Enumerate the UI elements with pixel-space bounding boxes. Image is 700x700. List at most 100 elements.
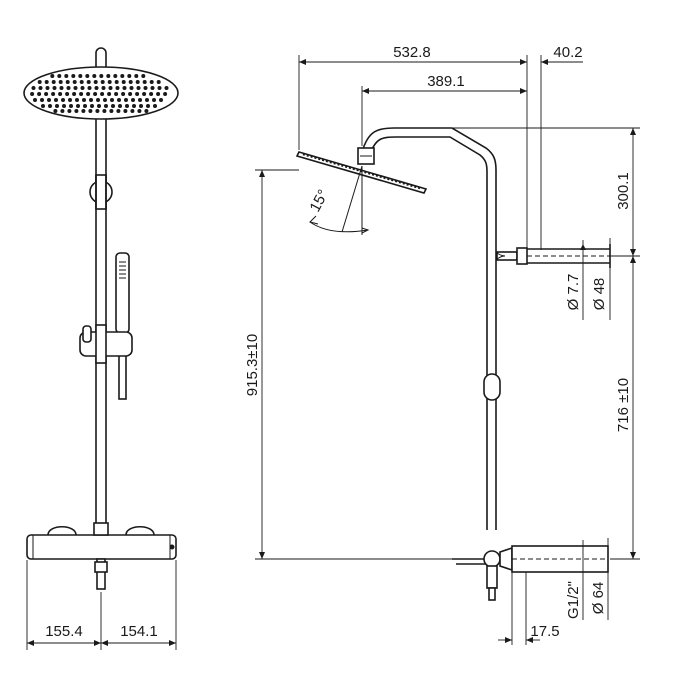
nozzle-dot bbox=[44, 92, 49, 96]
nozzle-dot bbox=[71, 74, 76, 78]
nozzle-dot bbox=[106, 74, 111, 78]
dim-head-height: 915.3±10 bbox=[244, 334, 261, 396]
nozzle-dot bbox=[73, 86, 78, 90]
side-middle-holder bbox=[483, 373, 501, 401]
front-wall-bracket bbox=[89, 174, 113, 210]
nozzle-dot bbox=[136, 86, 141, 90]
nozzle-dot bbox=[156, 92, 161, 96]
dim-inlet-depth: 17.5 bbox=[530, 623, 559, 640]
nozzle-dot bbox=[122, 86, 127, 90]
nozzle-dot bbox=[64, 74, 69, 78]
nozzle-dot bbox=[135, 92, 140, 96]
nozzle-dot bbox=[79, 80, 84, 84]
nozzle-dot bbox=[48, 104, 52, 108]
nozzle-dot bbox=[101, 86, 106, 90]
nozzle-dot bbox=[78, 74, 83, 78]
nozzle-dot bbox=[93, 92, 98, 96]
nozzle-dot bbox=[54, 98, 58, 102]
nozzle-dot bbox=[57, 74, 62, 78]
nozzle-dot bbox=[86, 80, 91, 84]
nozzle-dot bbox=[123, 109, 128, 113]
nozzle-dot bbox=[83, 104, 87, 108]
nozzle-dot bbox=[120, 74, 125, 78]
nozzle-dot bbox=[74, 109, 79, 113]
nozzle-dot bbox=[30, 92, 35, 96]
nozzle-dot bbox=[107, 80, 112, 84]
nozzle-dot bbox=[125, 104, 129, 108]
nozzle-dot bbox=[149, 92, 154, 96]
nozzle-dot bbox=[142, 92, 147, 96]
nozzle-dot bbox=[38, 86, 43, 90]
nozzle-dot bbox=[58, 92, 63, 96]
nozzle-dot bbox=[41, 104, 45, 108]
nozzle-dot bbox=[152, 98, 156, 102]
nozzle-dot bbox=[72, 80, 77, 84]
nozzle-dot bbox=[96, 98, 100, 102]
nozzle-dot bbox=[145, 98, 149, 102]
nozzle-dot bbox=[55, 104, 59, 108]
nozzle-dot bbox=[143, 86, 148, 90]
nozzle-dot bbox=[107, 92, 112, 96]
nozzle-dot bbox=[129, 86, 134, 90]
nozzle-dot bbox=[150, 86, 155, 90]
nozzle-dot bbox=[66, 86, 71, 90]
front-shower-head bbox=[23, 66, 179, 120]
nozzle-dot bbox=[72, 92, 77, 96]
nozzle-dot bbox=[121, 92, 126, 96]
nozzle-dot bbox=[47, 98, 51, 102]
nozzle-dot bbox=[153, 104, 157, 108]
tilt-angle-label: 15° bbox=[307, 187, 333, 215]
nozzle-dot bbox=[69, 104, 73, 108]
nozzle-dot bbox=[100, 92, 105, 96]
nozzle-dot bbox=[110, 98, 114, 102]
dim-wall-offset: 40.2 bbox=[553, 44, 582, 61]
nozzle-dot bbox=[58, 80, 63, 84]
nozzle-dot bbox=[127, 74, 132, 78]
nozzle-dot bbox=[103, 98, 107, 102]
nozzle-dot bbox=[131, 98, 135, 102]
nozzle-dot bbox=[114, 92, 119, 96]
nozzle-dot bbox=[109, 109, 114, 113]
front-riser-pipe bbox=[95, 47, 107, 533]
nozzle-dot bbox=[40, 98, 44, 102]
nozzle-dot bbox=[68, 98, 72, 102]
tilt-angle-indicator bbox=[309, 165, 370, 235]
nozzle-dot bbox=[92, 74, 97, 78]
dim-pipe-diameter: Ø 7.7 bbox=[565, 274, 582, 311]
nozzle-dot bbox=[116, 109, 121, 113]
nozzle-dot bbox=[163, 92, 168, 96]
nozzle-dot bbox=[128, 92, 133, 96]
dim-front-right: 154.1 bbox=[120, 623, 158, 640]
nozzle-dot bbox=[50, 74, 55, 78]
front-hand-shower bbox=[115, 252, 130, 400]
nozzle-dot bbox=[79, 92, 84, 96]
nozzle-dot bbox=[44, 80, 49, 84]
nozzle-dot bbox=[60, 109, 65, 113]
nozzle-dot bbox=[115, 86, 120, 90]
nozzle-dot bbox=[88, 109, 93, 113]
nozzle-dot bbox=[164, 86, 169, 90]
nozzle-dot bbox=[51, 80, 56, 84]
front-thermostatic-mixer bbox=[26, 522, 177, 590]
nozzle-dot bbox=[95, 109, 100, 113]
nozzle-dot bbox=[144, 109, 149, 113]
nozzle-dot bbox=[87, 86, 92, 90]
nozzle-dot bbox=[132, 104, 136, 108]
nozzle-dot bbox=[67, 109, 72, 113]
nozzle-dot bbox=[138, 98, 142, 102]
nozzle-dot bbox=[94, 86, 99, 90]
nozzle-dot bbox=[102, 109, 107, 113]
nozzle-dot bbox=[141, 74, 146, 78]
nozzle-dot bbox=[117, 98, 121, 102]
nozzle-dot bbox=[146, 104, 150, 108]
nozzle-dot bbox=[65, 80, 70, 84]
nozzle-dot bbox=[121, 80, 126, 84]
side-lower-connection bbox=[452, 545, 609, 601]
nozzle-dot bbox=[75, 98, 79, 102]
nozzle-dot bbox=[156, 80, 161, 84]
nozzle-dot bbox=[89, 98, 93, 102]
nozzle-dot bbox=[142, 80, 147, 84]
nozzle-dot bbox=[124, 98, 128, 102]
dim-front-left: 155.4 bbox=[45, 623, 83, 640]
nozzle-dot bbox=[52, 86, 57, 90]
